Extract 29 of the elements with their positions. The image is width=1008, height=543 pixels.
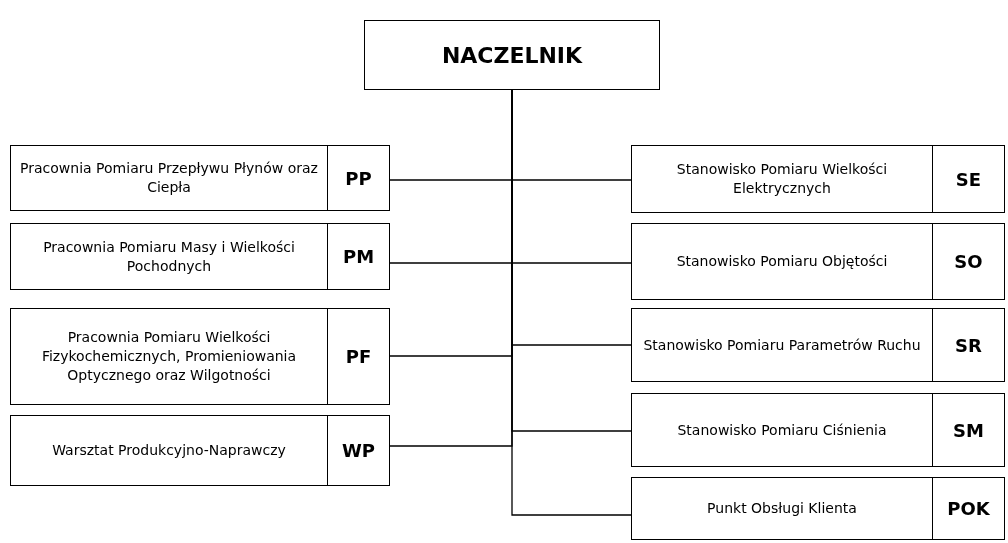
- unit-code: SR: [932, 309, 1004, 381]
- head-box: [364, 20, 660, 90]
- unit-code: PP: [327, 146, 389, 210]
- unit-box: [10, 145, 390, 211]
- unit-box: [631, 477, 1005, 540]
- unit-box: [631, 145, 1005, 213]
- unit-code: SM: [932, 394, 1004, 466]
- unit-name: Stanowisko Pomiaru Parametrów Ruchu: [642, 335, 922, 355]
- unit-name: Stanowisko Pomiaru Wielkości Elektrycznych: [675, 160, 889, 198]
- unit-name: Stanowisko Pomiaru Objętości: [675, 252, 889, 272]
- unit-box: [631, 308, 1005, 382]
- unit-name: Warsztat Produkcyjno-Naprawczy: [51, 441, 287, 461]
- unit-code: WP: [327, 416, 389, 485]
- unit-box: [10, 415, 390, 486]
- unit-box: [631, 223, 1005, 300]
- unit-name: Pracownia Pomiaru Wielkości Fizykochemicznych, Promieniowania Optycznego oraz Wilgotności: [40, 328, 298, 385]
- unit-code: SE: [932, 146, 1004, 212]
- unit-box: [10, 308, 390, 405]
- unit-box: [631, 393, 1005, 467]
- unit-code: PF: [327, 309, 389, 404]
- unit-name: Stanowisko Pomiaru Ciśnienia: [676, 420, 888, 440]
- head-title: NACZELNIK: [440, 41, 584, 70]
- unit-code: SO: [932, 224, 1004, 299]
- unit-name: Punkt Obsługi Klienta: [706, 499, 858, 519]
- unit-name: Pracownia Pomiaru Masy i Wielkości Pochodnych: [42, 237, 296, 276]
- unit-code: POK: [932, 478, 1004, 539]
- unit-box: [10, 223, 390, 290]
- unit-name: Pracownia Pomiaru Przepływu Płynów oraz Ciepła: [19, 159, 319, 197]
- unit-code: PM: [327, 224, 389, 289]
